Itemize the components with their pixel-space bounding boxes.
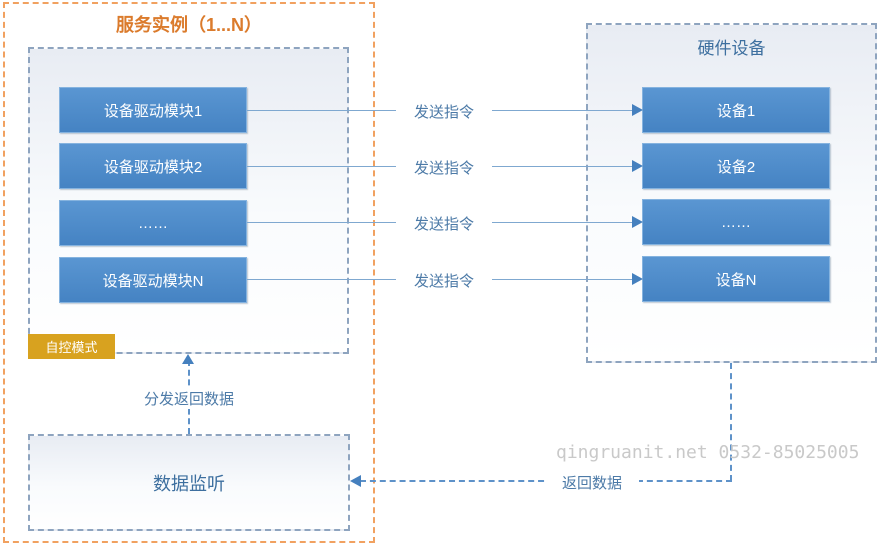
driver-module-box-ellipsis: …… [59, 200, 247, 246]
hardware-devices-title: 硬件设备 [697, 39, 766, 58]
device-box-1: 设备1 [642, 87, 830, 133]
send-command-arrowhead-3 [632, 216, 643, 228]
return-data-arrowhead-left [350, 475, 361, 487]
service-instance-container [3, 2, 375, 543]
device-box-n: 设备N [642, 256, 830, 302]
send-command-label-2: 发送指令 [396, 157, 492, 178]
send-command-label-4: 发送指令 [396, 270, 492, 291]
data-listener-label: 数据监听 [153, 473, 225, 494]
dispatch-return-arrowhead-up [182, 354, 194, 364]
send-command-label-3: 发送指令 [396, 213, 492, 234]
send-command-arrowhead-2 [632, 160, 643, 172]
dispatch-return-label: 分发返回数据 [116, 388, 262, 409]
device-box-ellipsis: …… [642, 199, 830, 245]
device-box-2: 设备2 [642, 143, 830, 189]
auto-mode-badge: 自控模式 [28, 334, 115, 359]
service-instance-title: 服务实例（1...N） [115, 15, 262, 35]
watermark-text: qingruanit.net 0532-85025005 [556, 442, 860, 463]
driver-module-box-n: 设备驱动模块N [59, 257, 247, 303]
send-command-arrowhead-1 [632, 104, 643, 116]
driver-module-box-2: 设备驱动模块2 [59, 143, 247, 189]
return-data-label: 返回数据 [545, 472, 639, 493]
data-listener-box: 数据监听 [28, 434, 350, 531]
driver-module-box-1: 设备驱动模块1 [59, 87, 247, 133]
send-command-label-1: 发送指令 [396, 101, 492, 122]
return-data-line-vertical [730, 363, 732, 481]
send-command-arrowhead-4 [632, 273, 643, 285]
hardware-devices-panel [586, 23, 877, 363]
